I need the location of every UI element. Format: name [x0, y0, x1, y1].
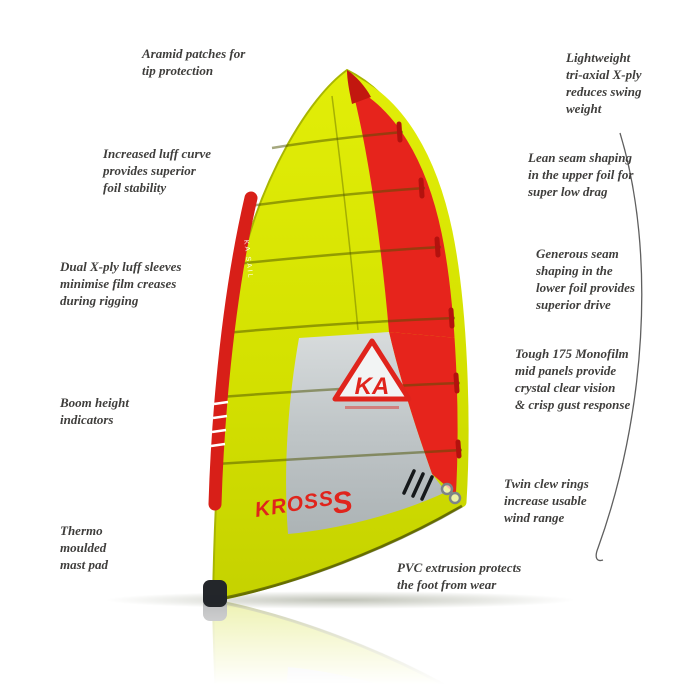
annotation-monofilm-panels: Tough 175 Monofilm mid panels provide cr… [515, 346, 631, 412]
red-upper-panel [352, 88, 458, 338]
annotation-boom-height: Boom height indicators [60, 395, 129, 427]
annotation-luff-sleeves: Dual X-ply luff sleeves minimise film cr… [60, 259, 182, 308]
batten-lines [215, 130, 463, 466]
ka-logo-text: KA [355, 373, 390, 400]
red-lower-panel [389, 332, 462, 498]
batten-tensioners [396, 121, 462, 459]
leech-edge [344, 74, 469, 508]
ka-logo: KA [332, 338, 412, 409]
annotation-lean-seam: Lean seam shaping in the upper foil for … [528, 150, 634, 199]
monofilm-panels [286, 332, 446, 534]
clew-rings [440, 482, 462, 505]
foot-edge [213, 504, 463, 602]
annotation-aramid-patches: Aramid patches for tip protection [142, 46, 246, 78]
upper-seam [331, 95, 359, 331]
luff-sleeve [208, 191, 258, 511]
luff-sleeve-text: KA SAIL [242, 239, 254, 280]
annotation-pvc-extrusion: PVC extrusion protects the foot from wea… [397, 560, 522, 592]
boom-height-indicators [210, 400, 229, 448]
sail-artwork: KA SAIL KA [203, 68, 469, 607]
leader-line [595, 132, 643, 562]
annotation-clew-rings: Twin clew rings increase usable wind ran… [504, 476, 589, 525]
annotation-luff-curve: Increased luff curve provides superior f… [103, 146, 212, 195]
clew-marks [402, 469, 434, 501]
head-patch [347, 70, 371, 104]
annotation-generous-seam: Generous seam shaping in the lower foil … [536, 246, 635, 312]
annotation-triaxial-xply: Lightweight tri-axial X-ply reduces swin… [566, 50, 642, 116]
sail-reflection [203, 594, 466, 700]
annotation-mast-pad: Thermo moulded mast pad [60, 523, 109, 572]
